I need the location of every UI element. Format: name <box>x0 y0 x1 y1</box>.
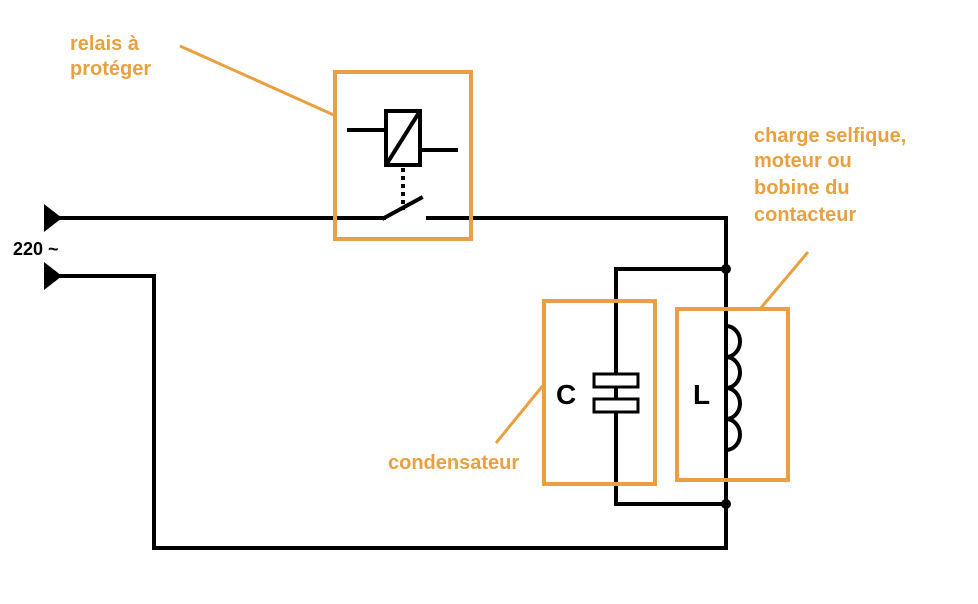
capacitor-leader <box>494 382 547 444</box>
relay-coil <box>384 109 422 167</box>
bottom-terminal-arrow <box>44 262 62 290</box>
relay-leader <box>179 44 337 118</box>
capacitor-label: condensateur <box>388 452 519 474</box>
load-label-line-4: contacteur <box>754 204 856 226</box>
relay-label-line-1: relais à <box>70 33 140 55</box>
load-label-line-1: charge selfique, <box>754 125 906 147</box>
capacitor-box <box>542 299 657 486</box>
load-label-line-3: bobine du <box>754 177 850 199</box>
load-label-line-2: moteur ou <box>754 150 852 172</box>
load-leader <box>758 251 810 310</box>
bottom-return-wire <box>56 274 728 550</box>
load-box <box>675 307 790 482</box>
junction-bottom <box>721 499 731 509</box>
capacitor-plate-top <box>592 372 640 389</box>
relay-label-line-2: protéger <box>70 58 151 80</box>
inductor-symbol-label: L <box>693 379 710 410</box>
inductor-coil <box>724 318 742 460</box>
supply-voltage-label: 220 ~ <box>13 239 59 259</box>
top-terminal-arrow <box>44 204 62 232</box>
capacitor-symbol-label: C <box>556 379 576 410</box>
junction-top <box>721 264 731 274</box>
relay-box <box>333 70 473 241</box>
capacitor-plate-bottom <box>592 397 640 414</box>
relay-coil-diagonal <box>384 109 422 167</box>
